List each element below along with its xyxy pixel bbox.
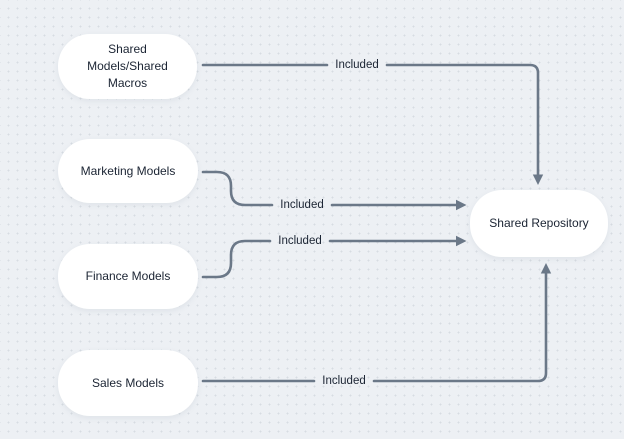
arrowhead-up-icon [540,263,552,274]
edge-label-included: Included [278,235,322,247]
node-label: Shared Repository [489,216,589,230]
edge-sales-to-repo-segment2 [372,271,548,383]
edge-shared-to-repo-segment2 [385,63,540,177]
edge-marketing-to-repo-segment1 [201,170,274,207]
node-marketing-models: Marketing Models [58,139,198,203]
edge-label-included: Included [280,199,324,211]
edge-finance-to-repo-segment1 [201,239,272,279]
edge-label-included: Included [322,375,366,387]
arrowhead-right-icon [456,235,467,247]
arrowhead-right-icon [456,199,467,211]
node-shared-models-shared-macros: Shared Models/Shared Macros [58,34,197,99]
node-shared-repository: Shared Repository [470,190,608,257]
node-label: Finance Models [85,269,171,283]
node-label: Sales Models [91,375,165,390]
node-label: Marketing Models [80,163,176,178]
edge-label-included: Included [335,59,379,71]
node-finance-models: Finance Models [58,244,198,309]
node-label: Shared Models/Shared Macros [87,42,168,90]
node-sales-models: Sales Models [58,350,198,416]
arrowhead-down-icon [532,174,544,185]
